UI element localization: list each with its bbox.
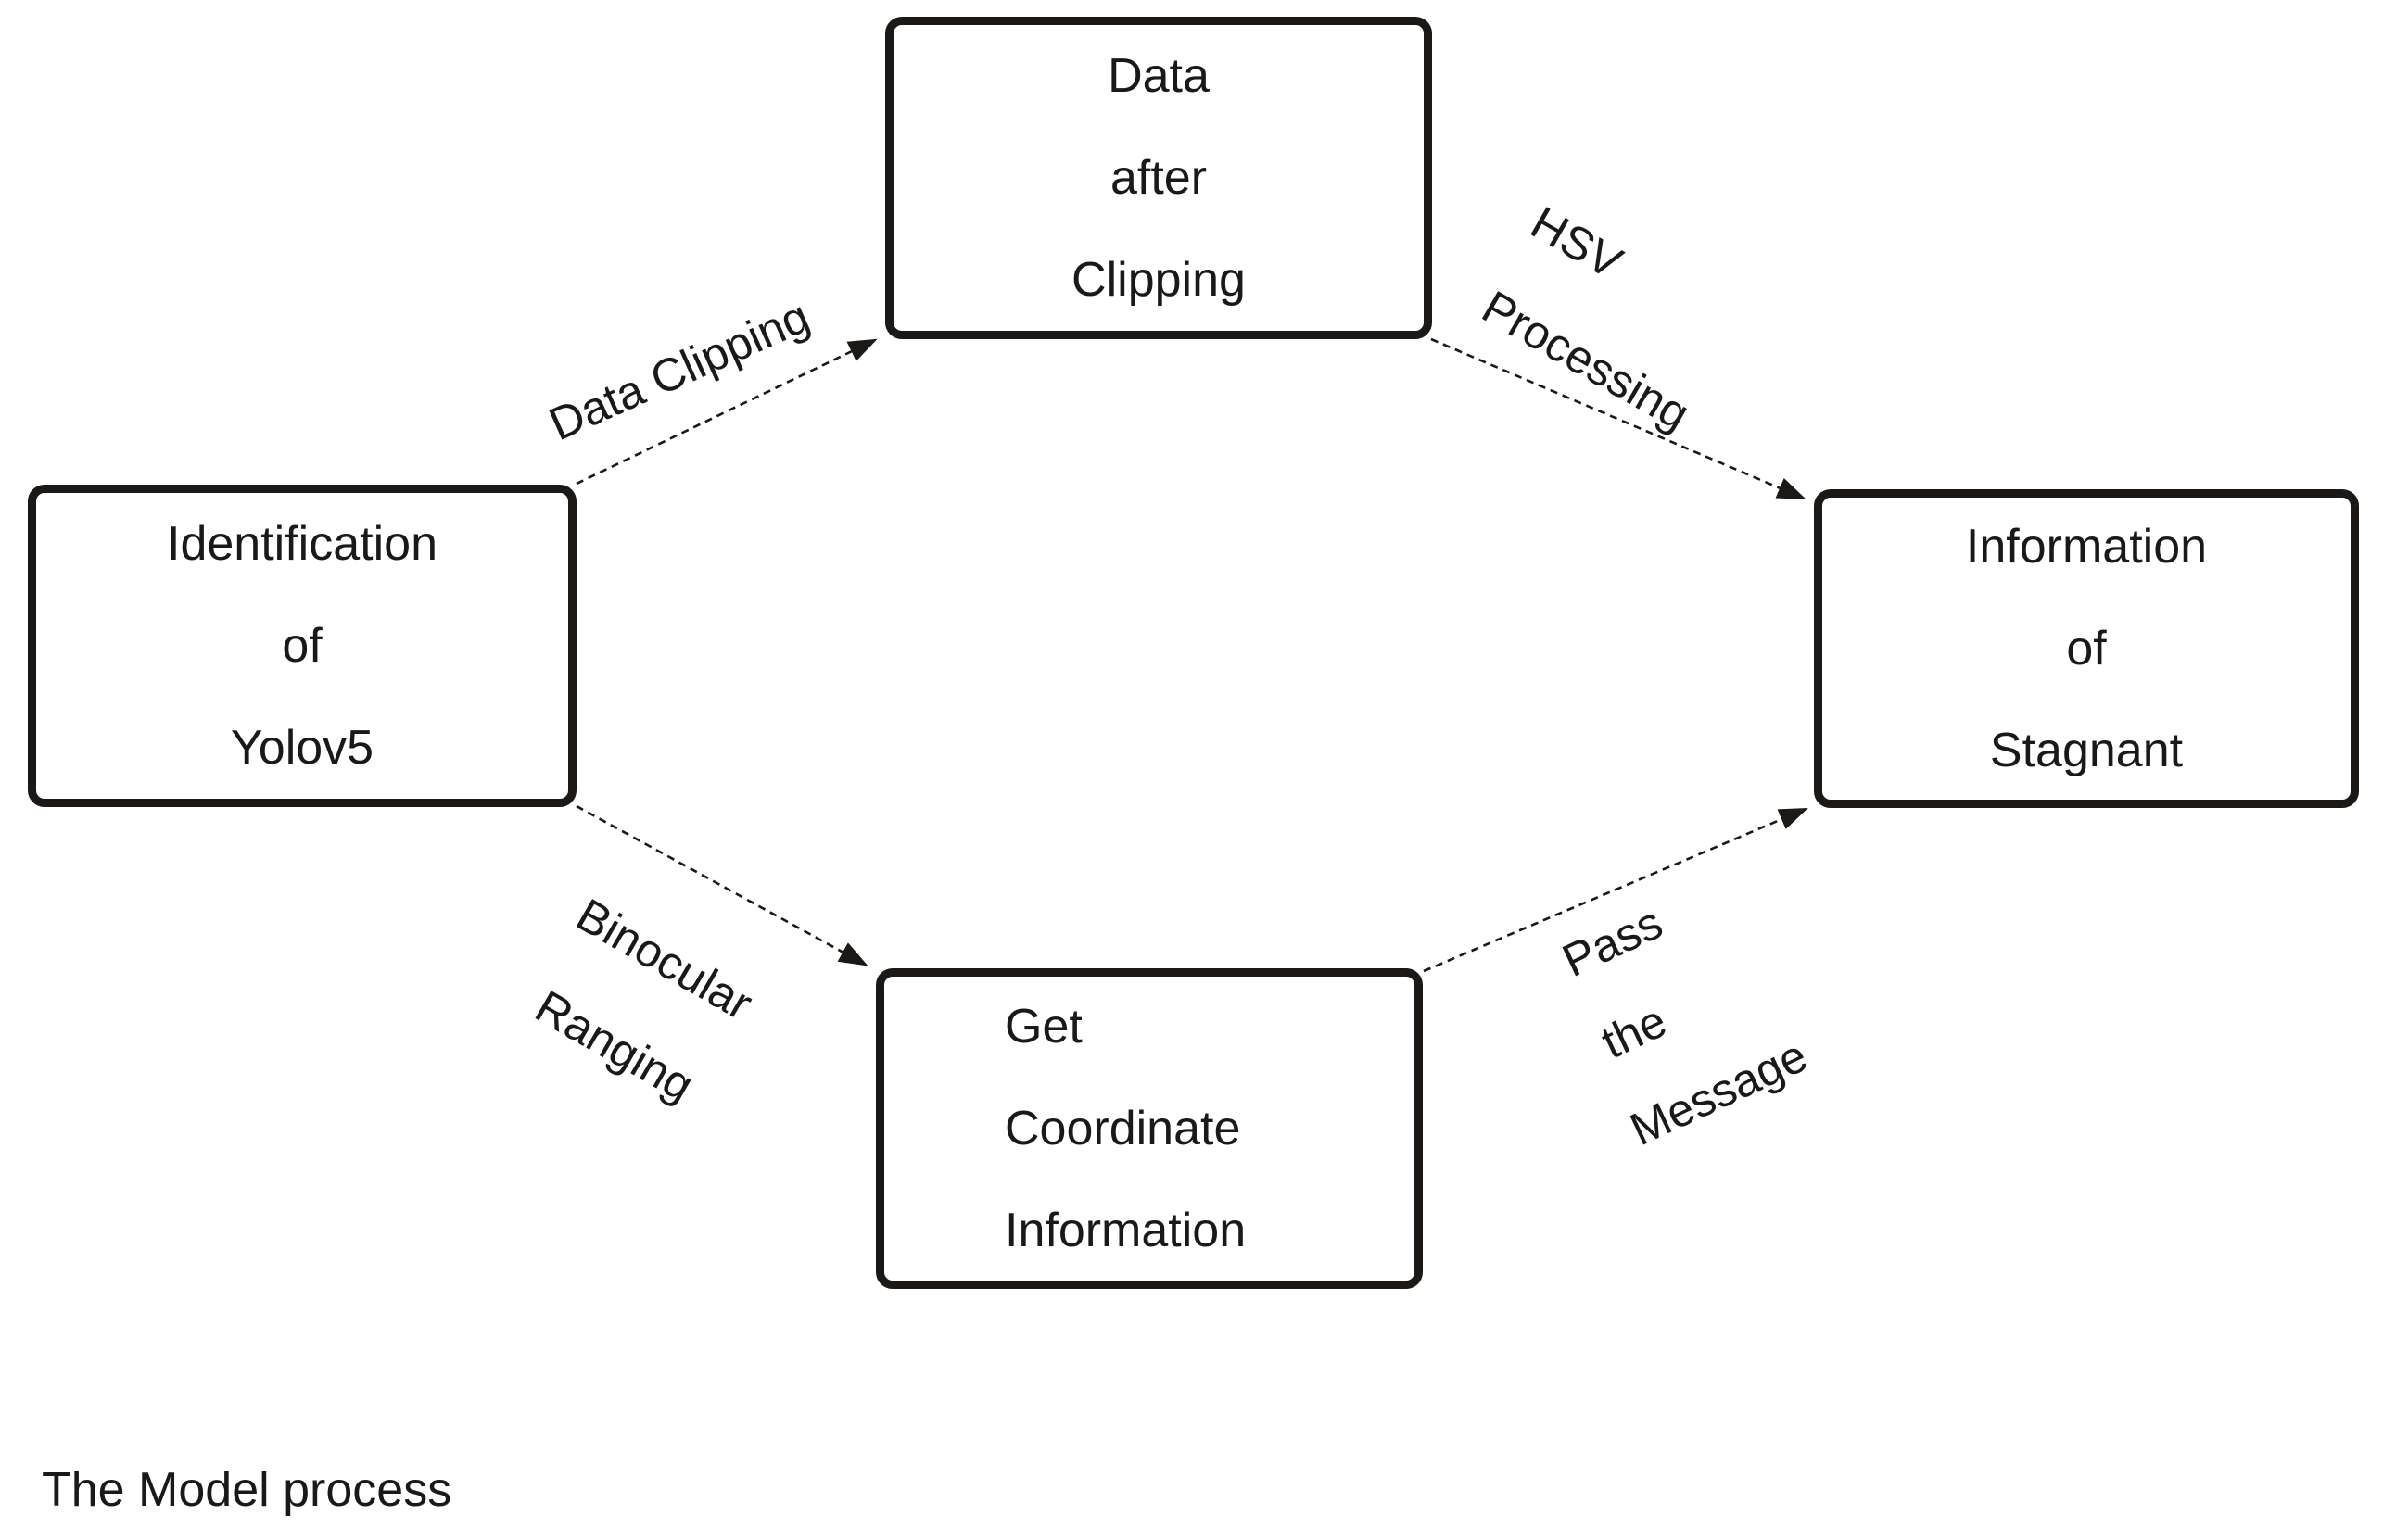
edge-line-binocular-ranging	[576, 804, 868, 966]
node-get-coordinate-information: Get Coordinate Information	[876, 968, 1423, 1289]
edge-line-hsv-processing	[1430, 337, 1807, 500]
edge-line-pass-the-message	[1423, 807, 1808, 973]
node-text-line: after	[1109, 151, 1208, 205]
node-text-line: of	[282, 619, 323, 673]
node-text-line: of	[2066, 622, 2107, 675]
node-text-line: Information	[1965, 520, 2208, 574]
node-data-after-clipping: Data after Clipping	[885, 17, 1432, 339]
node-text-line: Stagnant	[1989, 724, 2184, 777]
node-text-line: Get	[1005, 1000, 1083, 1054]
node-text-line: Clipping	[1071, 253, 1246, 307]
node-text-line: Yolov5	[230, 721, 374, 775]
node-text-line: Identification	[167, 517, 437, 571]
edge-line-data-clipping	[576, 338, 878, 486]
node-text-line: Data	[1108, 49, 1210, 103]
node-information-of-stagnant: Information of Stagnant	[1814, 489, 2359, 808]
node-text-line: Information	[1005, 1204, 1247, 1257]
node-identification-of-yolov5: Identification of Yolov5	[28, 485, 577, 807]
figure-caption: The Model process	[42, 1463, 452, 1517]
node-text-line: Coordinate	[1005, 1102, 1241, 1155]
